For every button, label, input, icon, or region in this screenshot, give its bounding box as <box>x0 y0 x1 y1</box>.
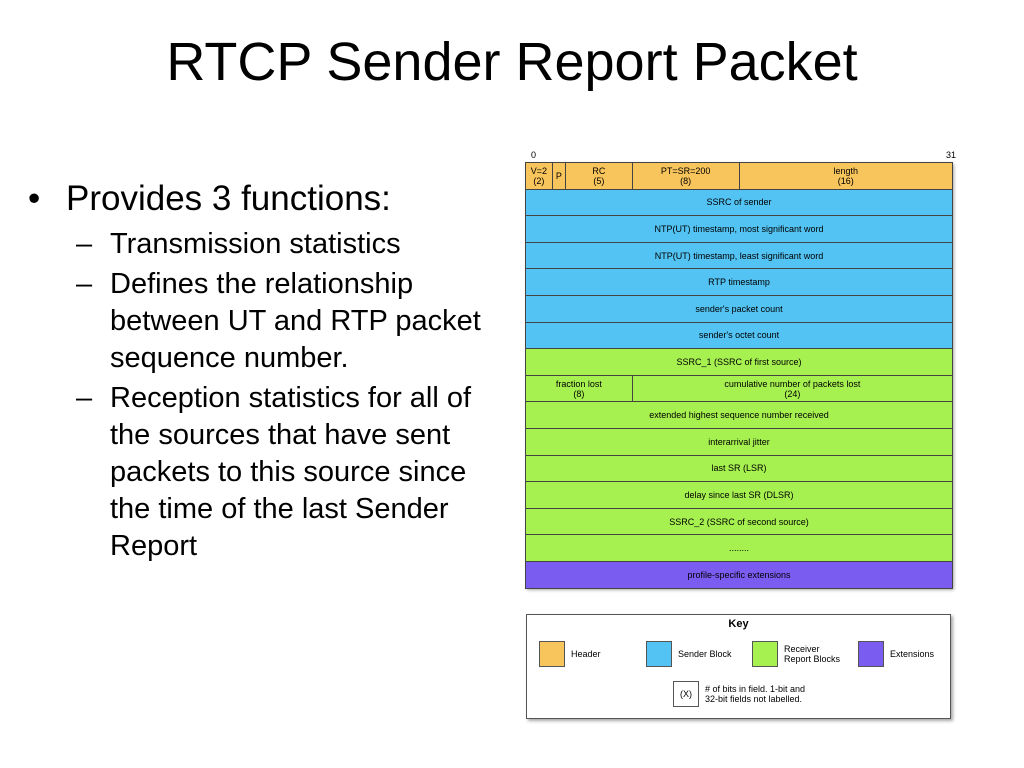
diagram-key: Key Header Sender Block Receiver Report … <box>526 614 951 719</box>
packet-row: SSRC of sender <box>525 188 953 217</box>
packet-field: V=2 (2) <box>525 162 553 190</box>
packet-field: PT=SR=200 (8) <box>631 162 740 190</box>
packet-row: extended highest sequence number receive… <box>525 401 953 429</box>
bullet-list: • Provides 3 functions: – Transmission s… <box>28 178 498 565</box>
packet-row: NTP(UT) timestamp, most significant word <box>525 215 953 243</box>
key-title: Key <box>728 618 749 630</box>
packet-row: ........ <box>525 534 953 562</box>
packet-field: fraction lost (8) <box>525 374 633 403</box>
key-header-label: Header <box>571 649 601 659</box>
sender-swatch <box>646 641 672 667</box>
receiver-swatch <box>752 641 778 667</box>
packet-row: SSRC_1 (SSRC of first source) <box>525 348 953 376</box>
packet-field: RTP timestamp <box>525 268 953 296</box>
bullet-item: • Provides 3 functions: <box>28 178 498 220</box>
packet-field: NTP(UT) timestamp, most significant word <box>525 215 953 243</box>
key-receiver: Receiver Report Blocks <box>752 641 840 667</box>
packet-row: sender's octet count <box>525 321 953 350</box>
bullet-text: Provides 3 functions: <box>66 179 391 218</box>
packet-field: NTP(UT) timestamp, least significant wor… <box>525 241 953 270</box>
packet-field: sender's packet count <box>525 294 953 323</box>
key-bits: (X) # of bits in field. 1-bit and 32-bit… <box>673 681 805 707</box>
packet-row: NTP(UT) timestamp, least significant wor… <box>525 241 953 270</box>
key-extensions: Extensions <box>858 641 934 667</box>
bullet-dot-icon: • <box>28 179 41 218</box>
packet-field: profile-specific extensions <box>525 560 953 589</box>
packet-field: ........ <box>525 534 953 562</box>
packet-row: SSRC_2 (SSRC of second source) <box>525 507 953 536</box>
packet-field: sender's octet count <box>525 321 953 350</box>
key-header: Header <box>539 641 601 667</box>
packet-field: SSRC of sender <box>525 188 953 217</box>
dash-icon: – <box>76 228 93 260</box>
key-receiver-label: Receiver Report Blocks <box>784 644 841 664</box>
header-swatch <box>539 641 565 667</box>
bits-note: # of bits in field. 1-bit and 32-bit fie… <box>705 684 806 704</box>
extensions-swatch <box>858 641 884 667</box>
packet-row: last SR (LSR) <box>525 454 953 483</box>
dash-icon: – <box>76 268 93 300</box>
bit-index-labels: 0 31 <box>531 149 956 161</box>
subbullet-text: Reception statistics for all of the sour… <box>110 382 472 562</box>
subbullet-item: – Defines the relationship between UT an… <box>76 266 498 377</box>
subbullet-text: Transmission statistics <box>110 228 401 260</box>
packet-field: SSRC_1 (SSRC of first source) <box>525 348 953 376</box>
packet-field: SSRC_2 (SSRC of second source) <box>525 507 953 536</box>
packet-field: last SR (LSR) <box>525 454 953 483</box>
packet-field: RC (5) <box>565 162 633 190</box>
packet-field: interarrival jitter <box>525 427 953 456</box>
packet-field: length (16) <box>738 162 953 190</box>
packet-row: profile-specific extensions <box>525 560 953 589</box>
packet-row: RTP timestamp <box>525 268 953 296</box>
key-sender-label: Sender Block <box>678 649 732 659</box>
packet-field: cumulative number of packets lost (24) <box>631 374 953 403</box>
bit-start-label: 0 <box>531 150 537 160</box>
slide-title: RTCP Sender Report Packet <box>166 32 858 92</box>
packet-row: interarrival jitter <box>525 427 953 456</box>
bits-symbol: (X) <box>673 681 699 707</box>
packet-field: delay since last SR (DLSR) <box>525 481 953 509</box>
subbullet-item: – Transmission statistics <box>76 226 498 263</box>
key-sender: Sender Block <box>646 641 732 667</box>
packet-field: P <box>551 162 567 190</box>
packet-row: sender's packet count <box>525 294 953 323</box>
dash-icon: – <box>76 382 93 414</box>
packet-row: delay since last SR (DLSR) <box>525 481 953 509</box>
subbullet-text: Defines the relationship between UT and … <box>110 268 481 374</box>
packet-row: fraction lost (8)cumulative number of pa… <box>525 374 953 403</box>
bit-end-label: 31 <box>945 150 956 160</box>
key-extensions-label: Extensions <box>890 649 935 659</box>
subbullet-item: – Reception statistics for all of the so… <box>76 380 498 565</box>
packet-field: extended highest sequence number receive… <box>525 401 953 429</box>
